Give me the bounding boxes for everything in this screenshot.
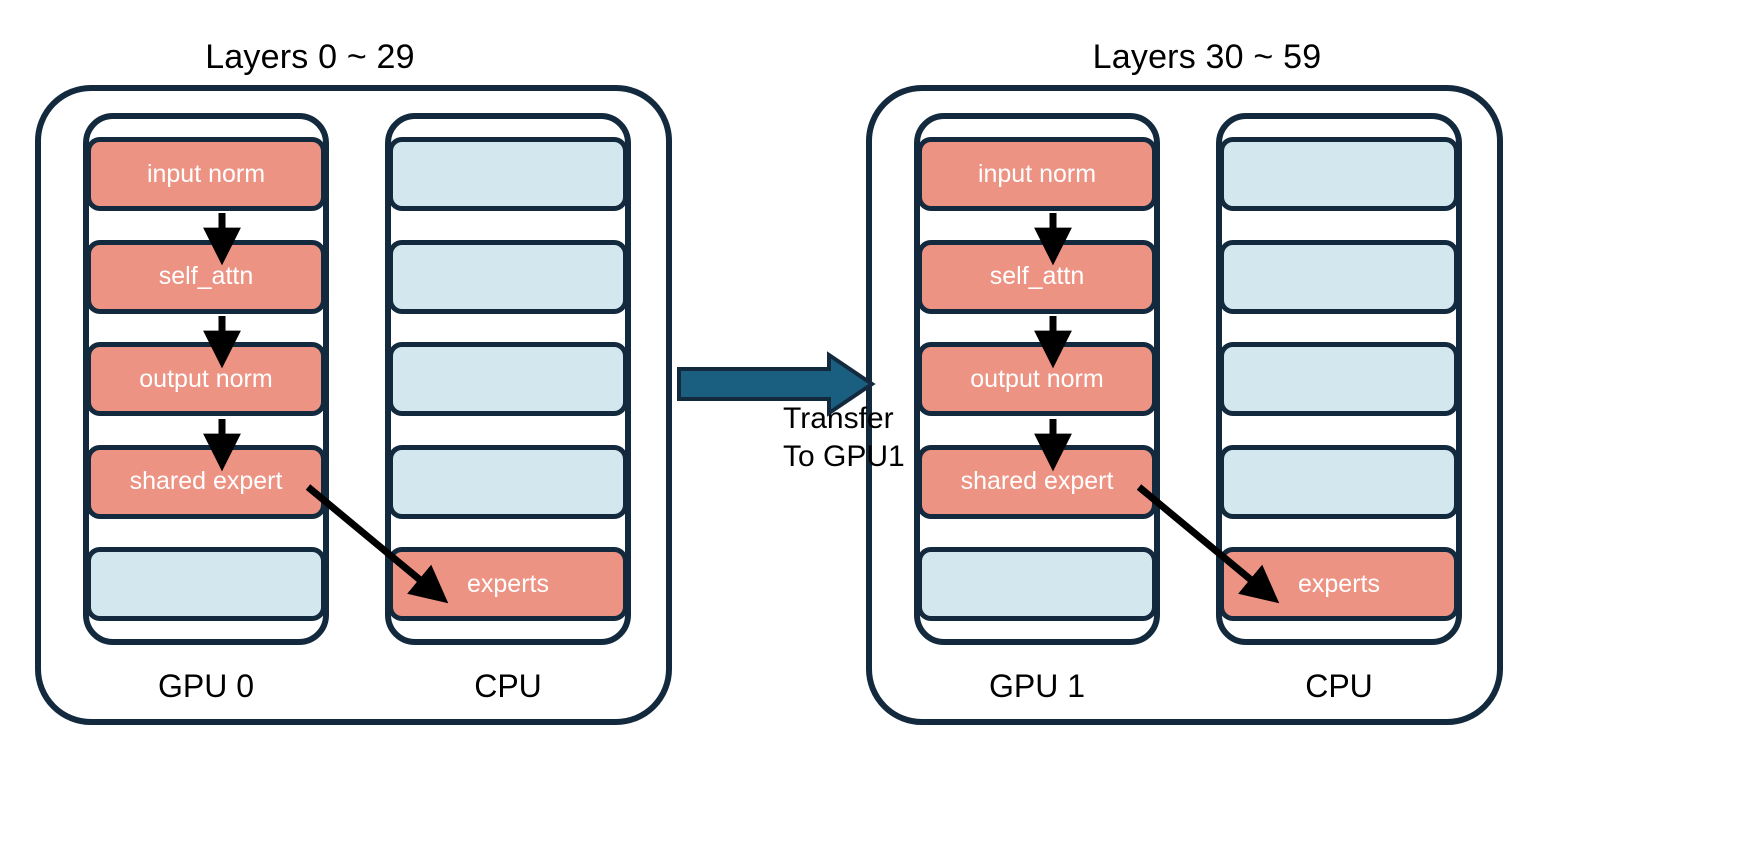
- device-label-gpu-0: GPU 0: [157, 668, 255, 704]
- block-self-attn-2[interactable]: self_attn: [917, 239, 1157, 314]
- block-input-norm[interactable]: input norm: [86, 137, 326, 211]
- transfer-label-line-1: Transfer: [783, 402, 894, 435]
- block-experts-2[interactable]: experts: [1219, 547, 1459, 621]
- column-cpu-left: experts: [385, 113, 631, 645]
- block-output-norm-2[interactable]: output norm: [917, 342, 1157, 416]
- device-label-cpu-right: CPU: [1305, 668, 1373, 704]
- block-self-attn[interactable]: self_attn: [86, 239, 326, 314]
- block-cpu-idle-slot-1[interactable]: [388, 137, 628, 211]
- block-cpu2-idle-slot-4[interactable]: [1219, 444, 1459, 519]
- block-cpu-idle-slot-3[interactable]: [388, 342, 628, 416]
- block-cpu2-idle-slot-2[interactable]: [1219, 239, 1459, 314]
- block-output-norm[interactable]: output norm: [86, 342, 326, 416]
- transfer-label: Transfer To GPU1: [783, 400, 905, 477]
- block-gpu-idle-slot[interactable]: [86, 547, 326, 621]
- panel-title-left: Layers 0 ~ 29: [205, 38, 415, 76]
- block-gpu-idle-slot-2[interactable]: [917, 547, 1157, 621]
- block-shared-expert[interactable]: shared expert: [86, 444, 326, 519]
- column-cpu-right: experts: [1216, 113, 1462, 645]
- block-shared-expert-2[interactable]: shared expert: [917, 444, 1157, 519]
- block-cpu2-idle-slot-1[interactable]: [1219, 137, 1459, 211]
- device-label-gpu-1: GPU 1: [988, 668, 1086, 704]
- block-cpu-idle-slot-2[interactable]: [388, 239, 628, 314]
- block-cpu2-idle-slot-3[interactable]: [1219, 342, 1459, 416]
- block-cpu-idle-slot-4[interactable]: [388, 444, 628, 519]
- column-gpu-0: input norm self_attn output norm shared …: [83, 113, 329, 645]
- transfer-label-line-2: To GPU1: [783, 440, 905, 474]
- panel-title-right: Layers 30 ~ 59: [1092, 38, 1322, 76]
- column-gpu-1: input norm self_attn output norm shared …: [914, 113, 1160, 645]
- block-input-norm-2[interactable]: input norm: [917, 137, 1157, 211]
- device-label-cpu-left: CPU: [474, 668, 542, 704]
- block-experts[interactable]: experts: [388, 547, 628, 621]
